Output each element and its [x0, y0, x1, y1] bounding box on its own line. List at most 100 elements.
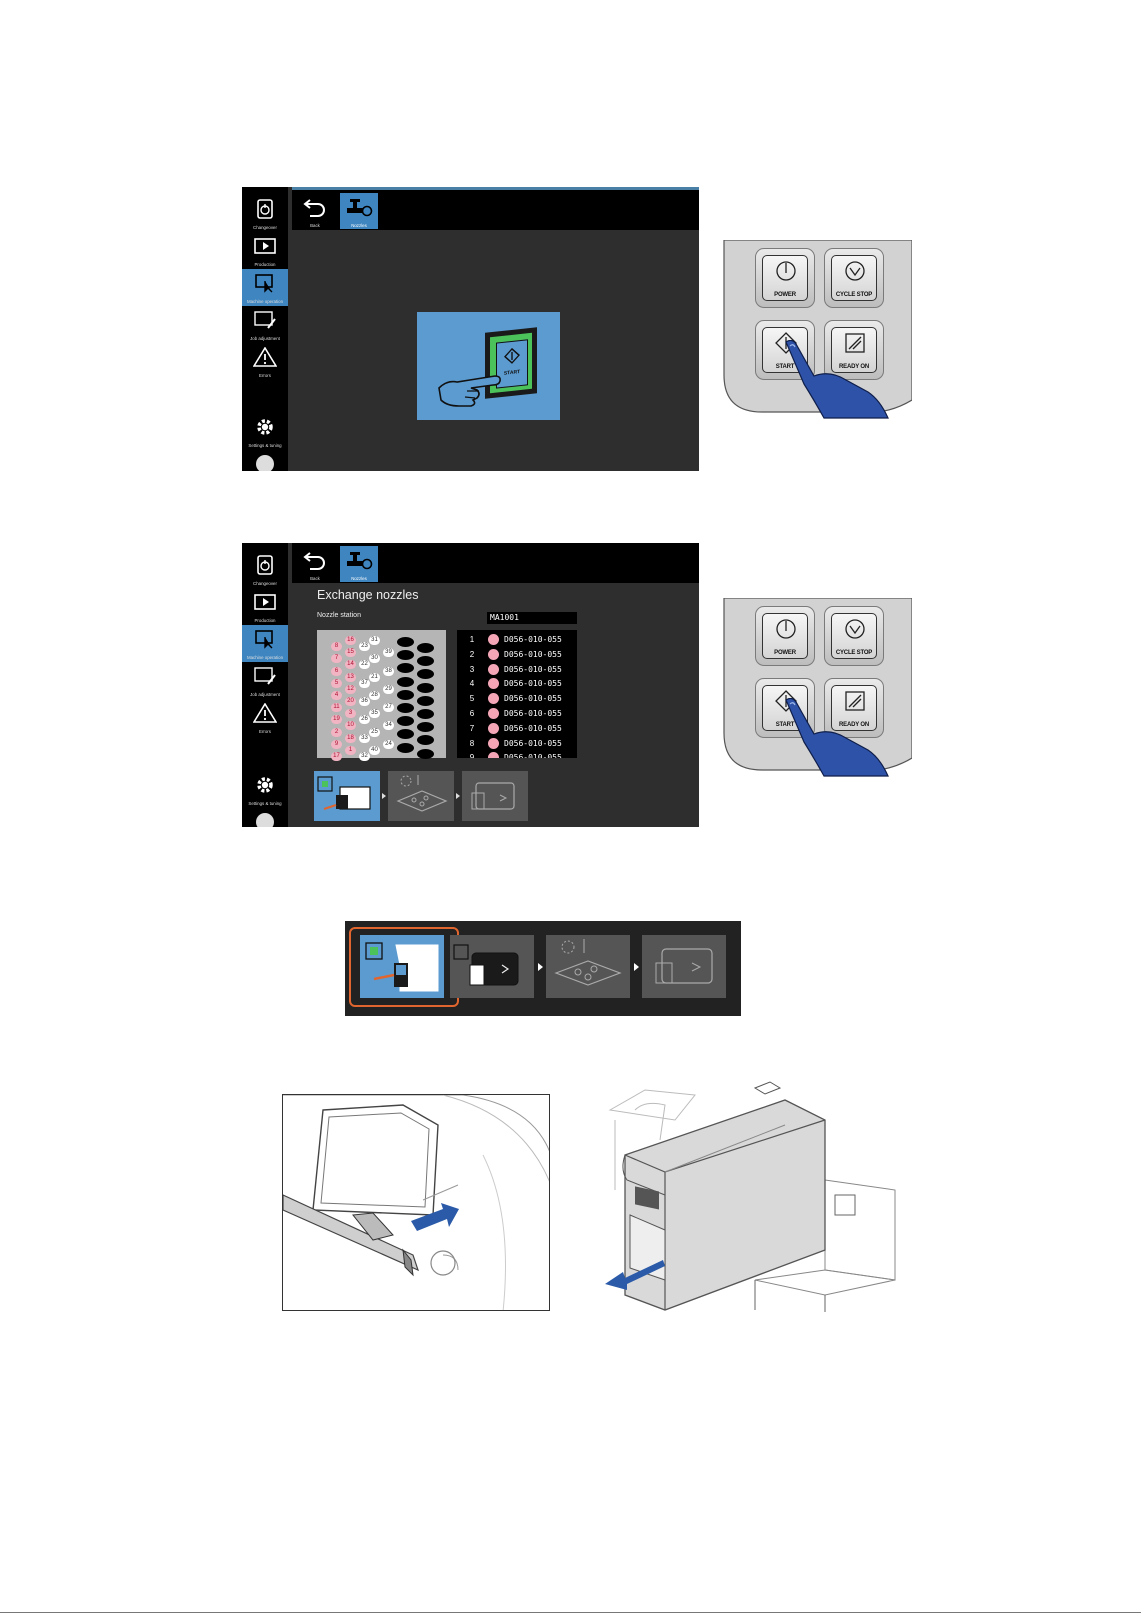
ready-on-key[interactable]: READY ON [824, 678, 884, 738]
station-empty-hole [397, 650, 414, 661]
step-1-open-cover[interactable] [360, 935, 444, 998]
nozzles-button[interactable]: Nozzles [340, 193, 378, 229]
production-icon [254, 594, 276, 610]
step-2-press-start[interactable] [450, 935, 534, 998]
gear-icon [257, 419, 273, 435]
station-slot-number: 28 [369, 690, 380, 700]
sidebar-item-settings[interactable]: Settings & tuning [242, 413, 288, 450]
station-slot-number: 16 [345, 636, 356, 645]
station-slot-number: 22 [359, 660, 370, 670]
machine-id-field[interactable]: MA1001 [487, 612, 577, 624]
step-4-close-machine[interactable] [642, 935, 726, 998]
station-empty-hole [397, 663, 414, 674]
screen-top-accent [242, 187, 699, 190]
nozzle-code: D056-010-055 [504, 635, 562, 644]
station-empty-hole [417, 735, 434, 746]
step-2-thumbnail[interactable] [388, 771, 454, 821]
sidebar-item-changeover[interactable]: Changeover [242, 551, 288, 588]
back-button[interactable]: Back [296, 546, 334, 582]
power-key[interactable]: POWER [755, 248, 815, 308]
sidebar-item-changeover[interactable]: Changeover [242, 195, 288, 232]
station-slot-number: 23 [359, 642, 370, 652]
nozzle-list-row[interactable]: 3 D056-010-055 [457, 662, 577, 677]
station-empty-hole [397, 742, 414, 753]
step-3-nozzle-station[interactable] [546, 935, 630, 998]
station-slot-number: 27 [383, 703, 394, 713]
sidebar-item-settings[interactable]: Settings & tuning [242, 771, 288, 808]
ready-on-key[interactable]: READY ON [824, 320, 884, 380]
station-slot-number: 26 [359, 715, 370, 725]
ready-on-key-label: READY ON [839, 722, 869, 728]
station-empty-hole [417, 643, 434, 653]
sidebar-item-errors[interactable]: Errors [242, 699, 288, 736]
station-empty-hole [397, 716, 414, 727]
sidebar-item-label: Changeover [253, 225, 277, 230]
back-button[interactable]: Back [296, 193, 334, 229]
start-diamond-icon [504, 347, 520, 364]
nozzle-status-dot [488, 722, 499, 734]
nozzle-code: D056-010-055 [504, 738, 562, 748]
station-slot-number: 10 [345, 721, 356, 731]
nozzle-station-icon [554, 939, 622, 986]
sidebar-item-machine-operation[interactable]: Machine operation [242, 269, 288, 306]
sidebar-item-label: Errors [259, 373, 271, 378]
step-3-thumbnail[interactable] [462, 771, 528, 821]
sidebar-item-errors[interactable]: Errors [242, 343, 288, 380]
sidebar-item-production[interactable]: Production [242, 588, 288, 625]
sidebar-item-machine-operation[interactable]: Machine operation [242, 625, 288, 662]
control-panel-start-1: POWER CYCLE STOP START READY ON [722, 240, 912, 419]
machine-pull-out-illustration [605, 1080, 905, 1320]
power-icon [776, 261, 796, 281]
station-slot-number: 8 [331, 642, 342, 652]
station-slot-number: 2 [331, 727, 342, 737]
user-avatar-icon[interactable] [256, 455, 274, 471]
sidebar-item-label: Job adjustment [250, 336, 280, 341]
station-slot-number: 29 [383, 684, 394, 694]
station-slot-number: 15 [345, 648, 356, 658]
station-slot-number: 4 [331, 690, 342, 700]
step-1-thumbnail[interactable] [314, 771, 380, 821]
start-key-label: START [775, 722, 795, 728]
user-avatar-icon[interactable] [256, 813, 274, 827]
nozzle-code: D056-010-055 [504, 664, 562, 674]
nozzle-number: 3 [469, 664, 475, 674]
station-slot-number: 12 [345, 684, 356, 694]
sidebar-divider [288, 187, 292, 471]
power-key[interactable]: POWER [755, 606, 815, 666]
control-panel-start-2: POWER CYCLE STOP START READY ON [722, 598, 912, 777]
nozzles-icon [347, 552, 373, 570]
station-empty-hole [417, 748, 434, 759]
cycle-stop-key[interactable]: CYCLE STOP [824, 606, 884, 666]
station-slot-number: 34 [383, 721, 394, 731]
start-button-housing: START [485, 327, 537, 399]
nozzle-status-dot [488, 678, 499, 690]
nozzle-number: 6 [469, 709, 475, 718]
station-slot-number: 11 [331, 703, 342, 713]
sidebar-item-production[interactable]: Production [242, 232, 288, 269]
sidebar-divider [288, 543, 292, 827]
nozzles-button[interactable]: Nozzles [340, 546, 378, 582]
sidebar-item-job-adjustment[interactable]: Job adjustment [242, 662, 288, 699]
nozzle-number: 2 [469, 649, 475, 659]
station-empty-hole [417, 709, 434, 719]
page-footer-rule [0, 1612, 1141, 1613]
start-key[interactable]: START [755, 320, 815, 380]
machine-close-icon [471, 782, 515, 810]
cycle-stop-key[interactable]: CYCLE STOP [824, 248, 884, 308]
power-key-label: POWER [774, 292, 796, 298]
sidebar-item-job-adjustment[interactable]: Job adjustment [242, 306, 288, 343]
start-button-face: START [496, 339, 528, 389]
machine-front-icon [453, 944, 519, 986]
nozzle-number: 9 [469, 753, 475, 758]
sidebar: Changeover Production Machine operation … [242, 187, 288, 471]
